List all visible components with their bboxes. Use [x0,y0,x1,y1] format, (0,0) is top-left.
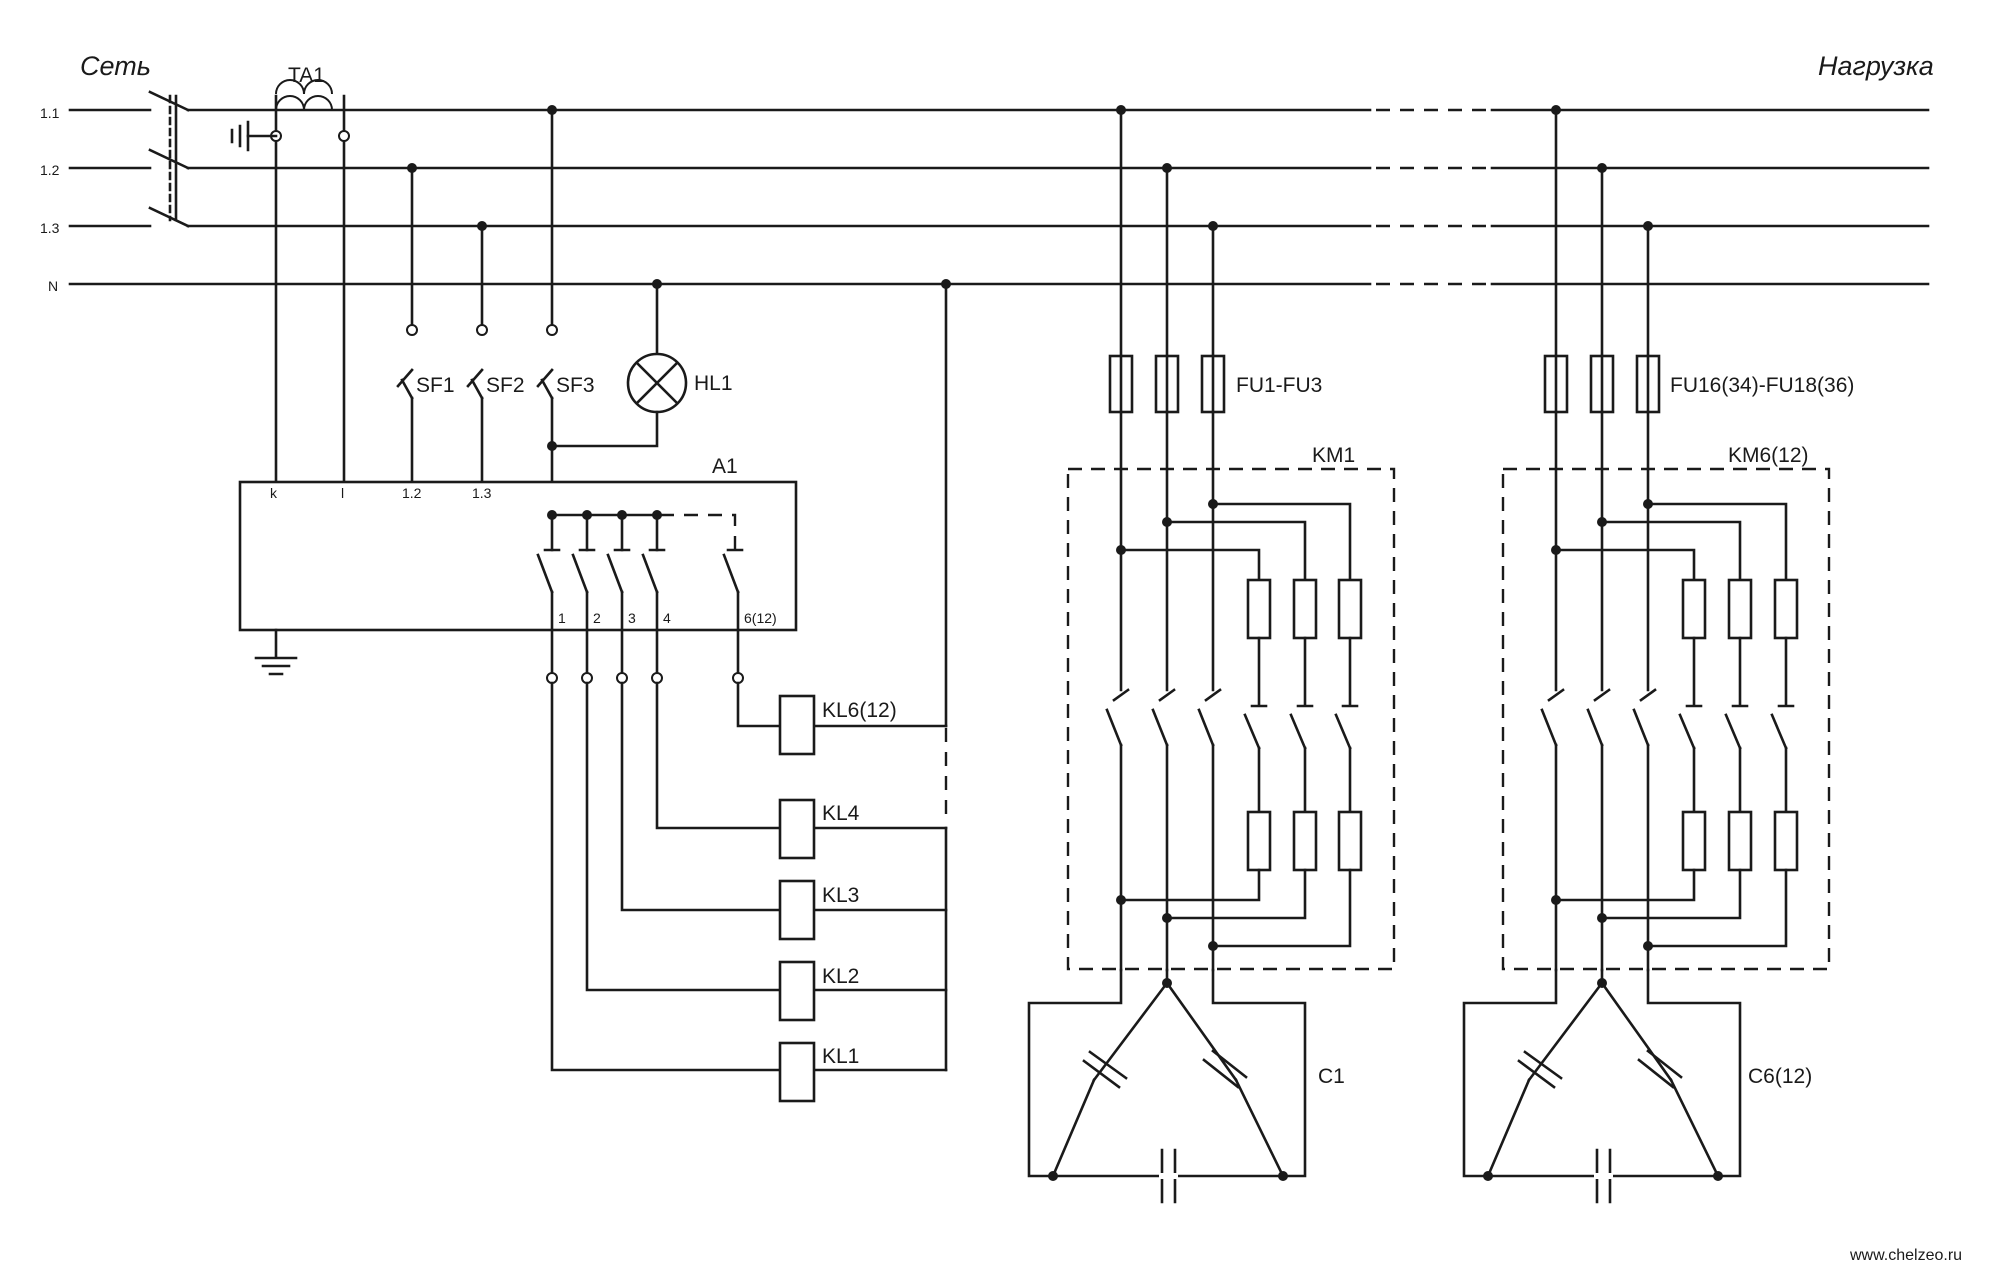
km1-label: KM1 [1312,444,1355,467]
terminal-k: k [270,485,278,501]
stage-2: FU16(34)-FU18(36) KM6(12) [1462,105,1854,1204]
fu16-fu18-label: FU16(34)-FU18(36) [1670,374,1854,397]
stage-1: FU1-FU3 KM1 [1027,105,1396,1204]
supply-title: Сеть [80,51,151,81]
sf1-label: SF1 [416,374,455,397]
output-3-label: 3 [628,610,636,626]
terminal-1-2: 1.2 [402,485,422,501]
hl1-label: HL1 [694,372,733,395]
output-1-label: 1 [558,610,566,626]
line-n-label: N [48,278,58,294]
relay-coils: KL6(12) KL4 KL3 KL2 KL1 [546,279,951,1103]
sf3-label: SF3 [556,374,595,397]
breaker-sf1: SF1 [396,163,455,484]
bus-lines [68,90,1930,286]
ta1-label: TA1 [288,64,325,87]
output-6-label: 6(12) [744,610,777,626]
kl2-label: KL2 [822,965,859,988]
c6-label: C6(12) [1748,1065,1812,1088]
km6-label: KM6(12) [1728,444,1809,467]
lamp-hl1: HL1 [547,279,733,451]
watermark: www.chelzeo.ru [1849,1247,1962,1264]
controller-a1: A1 k l 1.2 1.3 1 2 3 4 6(12) [238,455,798,677]
c1-label: C1 [1318,1065,1345,1088]
terminal-l: l [341,485,344,501]
kl6-label: KL6(12) [822,699,897,722]
kl3-label: KL3 [822,884,859,907]
line-1-2-label: 1.2 [40,162,60,178]
breaker-sf2: SF2 [466,221,525,484]
bus-line-labels: 1.1 1.2 1.3 N [40,105,60,294]
kl1-label: KL1 [822,1045,859,1068]
terminal-1-3: 1.3 [472,485,492,501]
kl4-label: KL4 [822,802,860,825]
current-transformer-ta1: TA1 [230,64,350,484]
line-1-1-label: 1.1 [40,105,60,121]
fu1-fu3-label: FU1-FU3 [1236,374,1322,397]
a1-label: A1 [712,455,738,478]
load-title: Нагрузка [1818,51,1934,81]
output-2-label: 2 [593,610,601,626]
line-1-3-label: 1.3 [40,220,60,236]
sf2-label: SF2 [486,374,525,397]
output-4-label: 4 [663,610,671,626]
